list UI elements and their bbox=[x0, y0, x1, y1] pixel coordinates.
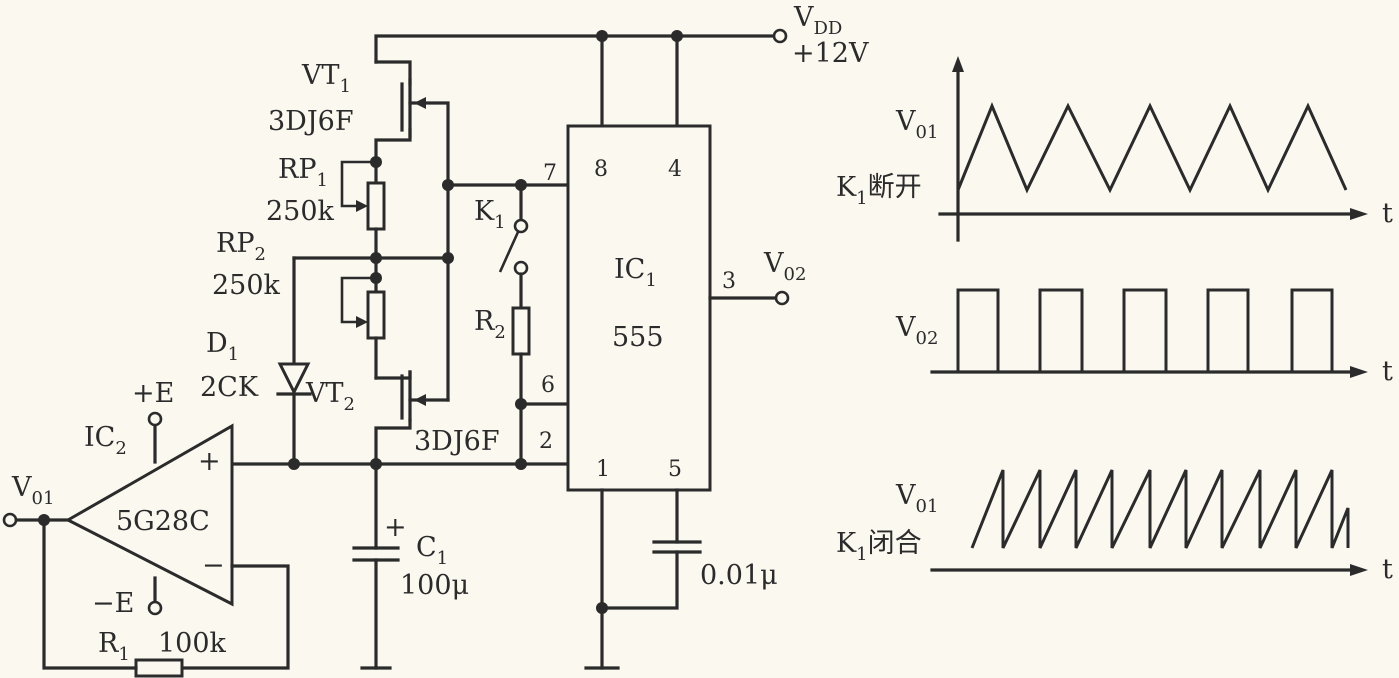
vdd-label: VDD bbox=[793, 2, 842, 39]
ic1-part: 555 bbox=[612, 322, 664, 353]
vo1-label: V01 bbox=[11, 472, 54, 509]
square-wave bbox=[932, 288, 1334, 374]
ic1-pin-6: 6 bbox=[541, 373, 555, 398]
vt2-transistor bbox=[374, 370, 450, 466]
c1-capacitor bbox=[352, 462, 400, 670]
rp1-potentiometer bbox=[340, 156, 386, 260]
c1-polarity: + bbox=[384, 512, 407, 543]
c2-value: 0.01μ bbox=[700, 560, 778, 591]
c1-value: 100μ bbox=[400, 570, 469, 601]
ic1-pin-8: 8 bbox=[594, 157, 608, 182]
capacitor-node-bus bbox=[230, 398, 570, 470]
bottom-note: K1闭合 bbox=[836, 528, 922, 565]
ic2-label: IC2 bbox=[84, 422, 127, 459]
d1-part: 2CK bbox=[200, 372, 259, 403]
vt1-transistor bbox=[374, 60, 450, 187]
rp2-label: RP2 bbox=[216, 228, 266, 265]
ic2-minus-input: − bbox=[202, 550, 225, 581]
ic2-neg-supply: −E bbox=[92, 588, 134, 619]
ic1-pin-1: 1 bbox=[596, 457, 610, 482]
waveform-top bbox=[938, 56, 1368, 242]
vt1-part: 3DJ6F bbox=[268, 106, 354, 137]
ic1-ground-net bbox=[584, 488, 702, 670]
middle-signal-label: V02 bbox=[895, 312, 938, 349]
k1-label: K1 bbox=[474, 196, 506, 233]
vdd-terminal bbox=[772, 28, 788, 44]
top-signal-label: V01 bbox=[895, 106, 938, 143]
waveform-bottom bbox=[930, 469, 1368, 576]
d1-diode bbox=[276, 256, 312, 466]
ic1-pin-2: 2 bbox=[539, 429, 553, 454]
rp2-value: 250k bbox=[212, 270, 281, 301]
top-note: K1断开 bbox=[836, 172, 922, 209]
top-axis-t: t bbox=[1382, 198, 1393, 229]
rp2-potentiometer bbox=[340, 256, 386, 380]
d1-label: D1 bbox=[206, 328, 239, 365]
ic1-label: IC1 bbox=[614, 254, 657, 291]
sawtooth-wave bbox=[970, 469, 1350, 549]
rp1-label: RP1 bbox=[278, 154, 328, 191]
vo2-label: V02 bbox=[763, 248, 806, 285]
ic2-opamp bbox=[2, 411, 290, 678]
r2-label: R2 bbox=[474, 306, 506, 343]
triangle-wave bbox=[956, 102, 1348, 194]
ic2-part: 5G28C bbox=[116, 506, 210, 537]
c1-label: C1 bbox=[416, 532, 448, 569]
ic1-pin-5: 5 bbox=[668, 457, 682, 482]
vdd-rail bbox=[374, 28, 788, 128]
vo2-output bbox=[708, 290, 790, 306]
r1-label: R1 bbox=[98, 628, 130, 665]
ic2-plus-input: + bbox=[198, 446, 221, 477]
vt2-part: 3DJ6F bbox=[414, 426, 500, 457]
k1-switch bbox=[498, 183, 529, 310]
vt2-label: VT2 bbox=[305, 378, 355, 415]
bottom-axis-t: t bbox=[1382, 554, 1393, 585]
ic1-pin-3: 3 bbox=[722, 269, 736, 294]
ic2-pos-supply: +E bbox=[132, 378, 174, 409]
vt1-label: VT1 bbox=[301, 60, 351, 97]
waveform-middle bbox=[930, 288, 1368, 378]
r1-value: 100k bbox=[158, 628, 227, 659]
rp1-value: 250k bbox=[266, 196, 335, 227]
middle-axis-t: t bbox=[1382, 356, 1393, 387]
bottom-signal-label: V01 bbox=[895, 480, 938, 517]
gate-bus bbox=[292, 179, 570, 402]
ic1-pin-4: 4 bbox=[668, 157, 682, 182]
vdd-voltage: +12V bbox=[792, 38, 869, 69]
r2-resistor bbox=[511, 306, 531, 406]
ic1-555-timer bbox=[566, 124, 712, 492]
ic1-pin-7: 7 bbox=[543, 161, 557, 186]
